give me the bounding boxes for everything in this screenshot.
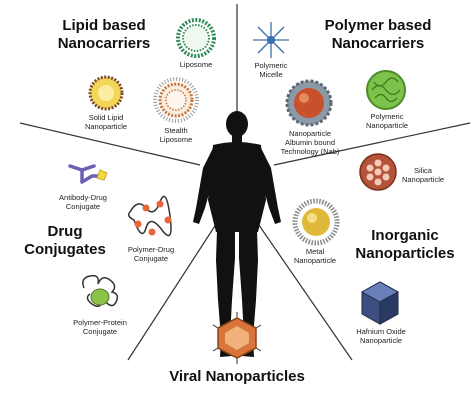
liposome-label-line1: Liposome	[179, 60, 213, 69]
sector-dividers	[19, 4, 471, 361]
polymer-heading-line2: Nanocarriers	[331, 35, 425, 52]
polymer-drug-label: Polymer-Drug Conjugate	[120, 245, 182, 263]
solid-lipid-label-line2: Nanoparticle	[84, 122, 128, 131]
lipid-based-heading: Lipid based Nanocarriers	[56, 17, 152, 53]
albumin-label-line1: Nanoparticle	[288, 129, 332, 138]
silica-nanoparticle-label: Silica Nanoparticle	[394, 166, 452, 184]
polymeric-np-label-line1: Polymeric	[370, 112, 404, 121]
divider-lower-right	[251, 214, 353, 361]
polymer-heading-line1: Polymer based	[324, 17, 432, 34]
silica-label-line1: Silica	[414, 166, 432, 175]
polymer-drug-label-line1: Polymer-Drug	[127, 245, 175, 254]
polymeric-micelle-label-line2: Micelle	[259, 70, 283, 79]
metal-label-line2: Nanoparticle	[293, 256, 337, 265]
lipid-heading-line2: Nanocarriers	[57, 35, 151, 52]
viral-nanoparticles-heading: Viral Nanoparticles	[147, 368, 327, 386]
solid-lipid-nanoparticle-icon	[88, 75, 124, 111]
polymeric-nanoparticle-icon	[366, 70, 406, 110]
hafnium-label-line2: Nanoparticle	[359, 336, 403, 345]
polymer-protein-label-line1: Polymer-Protein	[73, 318, 127, 327]
stealth-liposome-label: Stealth Liposome	[148, 126, 204, 144]
drug-heading-line1: Drug	[47, 223, 83, 240]
stealth-liposome-label-line1: Stealth	[164, 126, 188, 135]
polymer-protein-conjugate-icon	[82, 274, 119, 307]
antibody-drug-label-line1: Antibody-Drug	[59, 193, 107, 202]
polymer-based-heading: Polymer based Nanocarriers	[318, 17, 438, 53]
viral-heading-line1: Viral Nanoparticles	[169, 368, 305, 385]
albumin-nanoparticle-label: Nanoparticle Albumin bound Technology (N…	[276, 129, 344, 156]
antibody-drug-conjugate-icon	[68, 164, 108, 184]
antibody-drug-label: Antibody-Drug Conjugate	[52, 193, 114, 211]
solid-lipid-label-line1: Solid Lipid	[88, 113, 124, 122]
divider-upper-right	[273, 122, 471, 166]
inorganic-heading-line1: Inorganic	[371, 227, 439, 244]
inorganic-nanoparticles-heading: Inorganic Nanoparticles	[350, 227, 460, 263]
divider-lower-left	[127, 214, 223, 361]
polymer-protein-label: Polymer-Protein Conjugate	[64, 318, 136, 336]
albumin-label-line2: Albumin bound	[284, 138, 336, 147]
metal-nanoparticle-label: Metal Nanoparticle	[286, 247, 344, 265]
silica-label-line2: Nanoparticle	[401, 175, 445, 184]
albumin-label-line3: Technology (Nab)	[280, 147, 340, 156]
polymeric-np-label-line2: Nanoparticle	[365, 121, 409, 130]
stealth-liposome-icon	[153, 77, 199, 123]
stealth-liposome-label-line2: Liposome	[159, 135, 193, 144]
liposome-icon	[176, 18, 216, 58]
solid-lipid-label: Solid Lipid Nanoparticle	[78, 113, 134, 131]
lipid-heading-line1: Lipid based	[62, 17, 146, 34]
antibody-drug-label-line2: Conjugate	[65, 202, 101, 211]
hafnium-oxide-nanoparticle-icon	[360, 281, 400, 325]
liposome-label: Liposome	[170, 60, 222, 69]
polymeric-nanoparticle-label: Polymeric Nanoparticle	[358, 112, 416, 130]
inorganic-heading-line2: Nanoparticles	[355, 245, 455, 262]
polymer-protein-label-line2: Conjugate	[82, 327, 118, 336]
albumin-nanoparticle-icon	[285, 79, 333, 127]
drug-heading-line2: Conjugates	[24, 241, 106, 258]
polymeric-micelle-icon	[253, 22, 289, 58]
drug-conjugates-heading: Drug Conjugates	[20, 223, 110, 259]
polymer-drug-label-line2: Conjugate	[133, 254, 169, 263]
metal-label-line1: Metal	[305, 247, 325, 256]
polymer-drug-conjugate-icon	[127, 195, 172, 237]
polymeric-micelle-label-line1: Polymeric	[254, 61, 288, 70]
viral-nanoparticle-icon	[212, 312, 262, 364]
metal-nanoparticle-icon	[292, 198, 340, 246]
hafnium-label-line1: Hafnium Oxide	[356, 327, 406, 336]
hafnium-oxide-label: Hafnium Oxide Nanoparticle	[346, 327, 416, 345]
polymeric-micelle-label: Polymeric Micelle	[245, 61, 297, 79]
silica-nanoparticle-icon	[359, 153, 397, 191]
divider-upper-left	[19, 122, 201, 166]
